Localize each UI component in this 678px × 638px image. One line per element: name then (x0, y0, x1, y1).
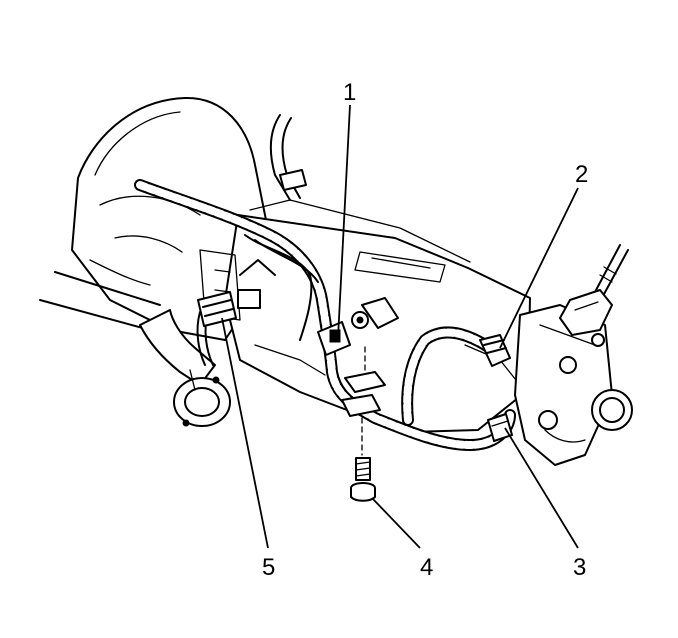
vent-tube (269, 114, 307, 201)
shift-lever (559, 244, 629, 336)
extension-housing (514, 304, 633, 466)
exhaust-pipe (39, 271, 231, 427)
callout-1: 1 (343, 79, 356, 106)
connectors (197, 259, 513, 442)
leader-line-2 (499, 187, 579, 349)
wiring-harness (134, 179, 516, 451)
leader-line-5 (221, 317, 269, 549)
callout-5: 5 (262, 554, 275, 581)
leader-line-3 (504, 427, 579, 549)
callout-labels: 1 2 3 4 5 (262, 79, 588, 581)
leader-lines (221, 104, 579, 549)
callout-3: 3 (573, 554, 586, 581)
callout-2: 2 (575, 161, 588, 188)
leader-line-1 (337, 104, 351, 339)
harness-bracket (341, 344, 386, 456)
callout-4: 4 (420, 554, 433, 581)
leader-line-4 (371, 497, 421, 549)
harness-bolt (350, 457, 376, 502)
